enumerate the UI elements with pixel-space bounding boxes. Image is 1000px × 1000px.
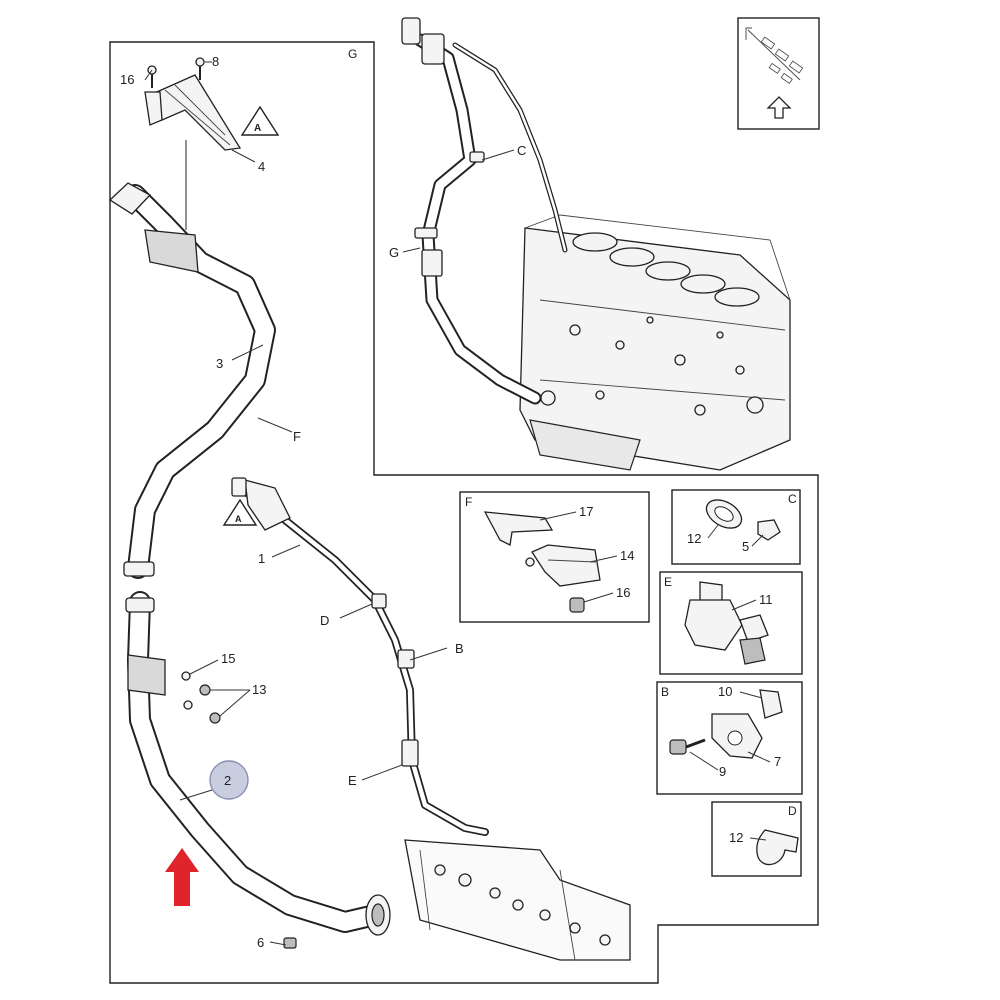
callout-6: 6 [257,935,264,950]
detail-f-label-17: 17 [579,504,593,519]
svg-text:A: A [235,514,242,524]
filler-hose-part-3 [108,140,276,579]
callout-d: D [320,613,329,628]
callout-g: G [389,245,399,260]
detail-box-d [711,801,802,877]
hose-g-upper [401,17,568,406]
leader-lines [144,61,771,946]
fastener-part-6 [283,937,297,949]
callout-3: 3 [216,356,223,371]
detail-d-label-12: 12 [729,830,743,845]
breather-pipe-part-1 [231,477,489,836]
engine-lower-fragment [404,839,631,961]
detail-e-label-11: 11 [759,592,773,607]
detail-box-b-letter: B [661,685,669,699]
orientation-box [737,17,820,130]
callout-c: C [517,143,526,158]
detail-box-b [656,681,803,795]
red-up-arrow-icon [165,848,199,906]
callout-2: 2 [224,773,231,788]
engine-block [519,214,791,471]
detail-b-label-10: 10 [718,684,732,699]
detail-box-c-letter: C [788,492,797,506]
main-frame-letter: G [348,47,357,61]
detail-box-e-letter: E [664,575,672,589]
callout-13: 13 [252,682,266,697]
callout-16-top: 16 [120,72,134,87]
detail-box-f-letter: F [465,495,472,509]
detail-box-e [659,571,803,675]
bracket-part-4 [144,57,242,151]
detail-box-c [671,489,801,565]
highlight-circle-part-2[interactable] [209,760,249,800]
warning-triangle-icon-2: A [222,498,258,526]
svg-text:A: A [254,123,261,134]
detail-f-label-14: 14 [620,548,634,563]
detail-f-label-16: 16 [616,585,630,600]
detail-c-label-5: 5 [742,539,749,554]
lower-hose-part-2 [125,591,391,936]
callout-f: F [293,429,301,444]
callout-e: E [348,773,357,788]
main-frame [109,41,819,984]
callout-4: 4 [258,159,265,174]
fasteners-13-15 [181,671,221,724]
orientation-up-arrow-icon [745,27,804,119]
detail-c-label-12: 12 [687,531,701,546]
callout-15: 15 [221,651,235,666]
warning-triangle-icon: A [240,105,280,136]
detail-box-f [459,491,650,623]
detail-b-label-9: 9 [719,764,726,779]
callout-b: B [455,641,464,656]
callout-8: 8 [212,54,219,69]
callout-1: 1 [258,551,265,566]
detail-b-label-7: 7 [774,754,781,769]
detail-box-d-letter: D [788,804,797,818]
